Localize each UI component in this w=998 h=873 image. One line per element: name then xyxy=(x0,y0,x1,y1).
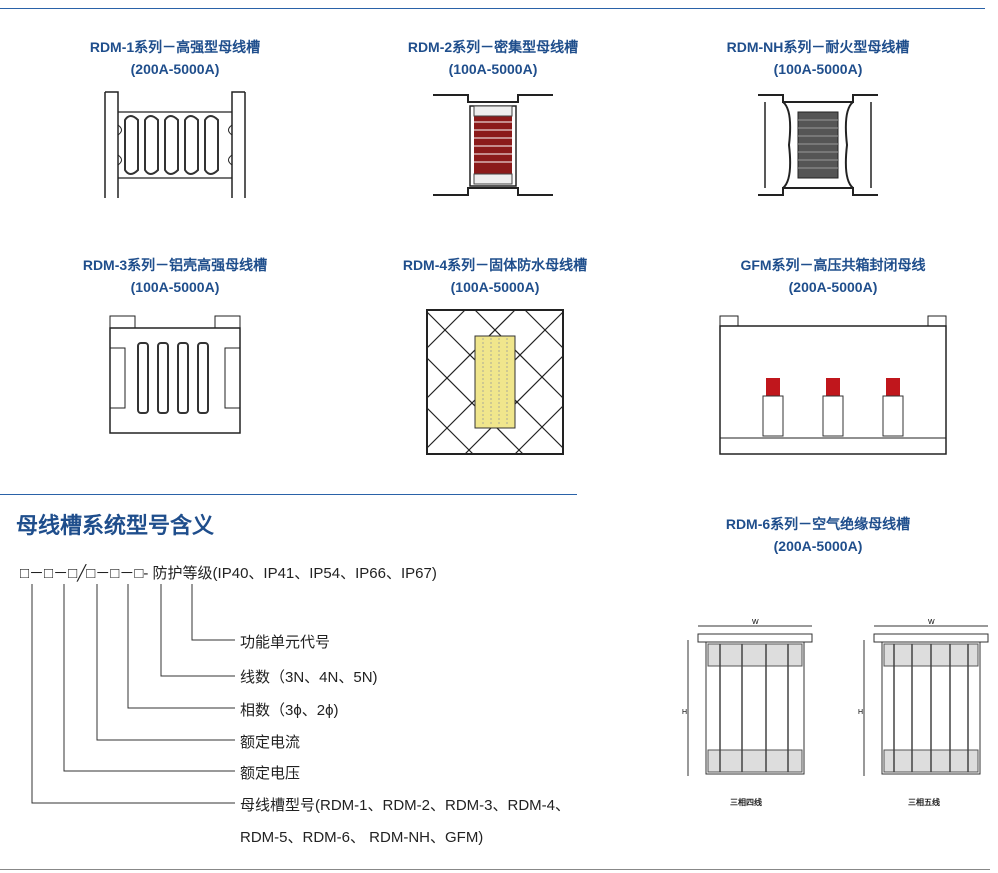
rdm6-drawing-4wire: W H xyxy=(682,619,813,776)
model-code-row: □－□－□╱□－□－□- 防护等级(IP40、IP41、IP54、IP66、IP… xyxy=(20,565,437,582)
product-rdm2: RDM-2系列－密集型母线槽 (100A-5000A) xyxy=(328,36,658,200)
rdm1-cross-section xyxy=(104,91,246,198)
label-rated-voltage: 额定电压 xyxy=(240,765,301,782)
caption-4wire: 三相四线 xyxy=(730,798,762,807)
rdm4-cross-section xyxy=(426,309,564,455)
w-label: W xyxy=(752,619,759,626)
label-model-1: 母线槽型号(RDM-1、RDM-2、RDM-3、RDM-4、 xyxy=(240,797,570,814)
rdmnh-cross-section xyxy=(758,94,878,196)
product-rdm3: RDM-3系列－铝壳高强母线槽 (100A-5000A) xyxy=(10,254,340,438)
label-rated-current: 额定电流 xyxy=(240,734,301,751)
product-range: (100A-5000A) xyxy=(130,279,220,295)
label-phase-count: 相数（3ϕ、2ϕ) xyxy=(240,702,339,719)
rdm3-cross-section xyxy=(109,315,241,434)
product-range: (100A-5000A) xyxy=(448,61,538,77)
rdm6-drawing-5wire: W H xyxy=(858,619,989,776)
product-rdm1: RDM-1系列－高强型母线槽 (200A-5000A) xyxy=(10,36,340,200)
product-title: RDM-1系列－高强型母线槽 xyxy=(89,39,261,55)
h-label: H xyxy=(682,709,687,716)
product-gfm: GFM系列－高压共箱封闭母线 (200A-5000A) xyxy=(668,254,998,458)
product-title: RDM-4系列－固体防水母线槽 xyxy=(402,257,588,273)
product-rdm4: RDM-4系列－固体防水母线槽 (100A-5000A) xyxy=(330,254,660,458)
bottom-rule xyxy=(0,869,990,870)
product-rdmnh: RDM-NH系列－耐火型母线槽 (100A-5000A) xyxy=(653,36,983,200)
label-function-unit: 功能单元代号 xyxy=(240,634,331,651)
product-range: (200A-5000A) xyxy=(130,61,220,77)
product-title: GFM系列－高压共箱封闭母线 xyxy=(740,257,926,273)
product-title: RDM-NH系列－耐火型母线槽 xyxy=(726,39,910,55)
label-model-2: RDM-5、RDM-6、 RDM-NH、GFM) xyxy=(240,829,484,846)
gfm-cross-section xyxy=(719,315,947,455)
section-rule xyxy=(0,494,577,495)
section-title: 母线槽系统型号含义 xyxy=(16,513,215,538)
label-wire-count: 线数（3N、4N、5N) xyxy=(240,669,378,686)
product-title: RDM-6系列－空气绝缘母线槽 xyxy=(725,516,911,532)
product-range: (200A-5000A) xyxy=(788,279,878,295)
code-tree-lines xyxy=(31,584,235,804)
product-range: (100A-5000A) xyxy=(773,61,863,77)
product-range: (200A-5000A) xyxy=(773,538,863,554)
product-title: RDM-3系列－铝壳高强母线槽 xyxy=(82,257,268,273)
w-label: W xyxy=(928,619,935,626)
product-title: RDM-2系列－密集型母线槽 xyxy=(407,39,579,55)
top-rule xyxy=(0,8,985,9)
rdm2-cross-section xyxy=(433,94,553,196)
caption-5wire: 三相五线 xyxy=(908,798,940,807)
product-range: (100A-5000A) xyxy=(450,279,540,295)
product-rdm6: RDM-6系列－空气绝缘母线槽 (200A-5000A) xyxy=(653,513,983,557)
h-label: H xyxy=(858,709,863,716)
